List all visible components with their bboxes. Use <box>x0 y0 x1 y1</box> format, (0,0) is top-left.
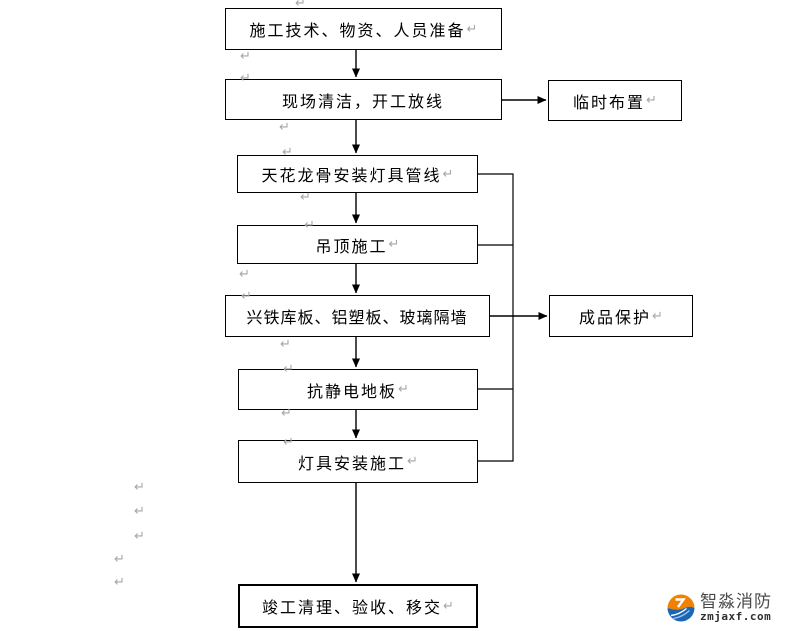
flow-node-product-protection-label: 成品保护 <box>579 310 652 327</box>
line-break-mark-icon: ↵ <box>241 289 252 304</box>
brand-swoosh-icon <box>667 594 695 622</box>
line-break-mark-icon: ↵ <box>442 166 454 182</box>
flow-node-product-protection[interactable]: 成品保护↵ <box>549 295 693 337</box>
line-break-mark-icon: ↵ <box>240 49 251 64</box>
line-break-mark-icon: ↵ <box>407 454 418 469</box>
line-break-mark-icon: ↵ <box>283 362 294 377</box>
flow-node-prepare-label: 施工技术、物资、人员准备 <box>249 23 466 40</box>
watermark-site-text: zmjaxf.com <box>700 610 772 623</box>
flow-node-site-clean-label: 现场清洁，开工放线 <box>281 93 444 111</box>
line-break-mark-icon: ↵ <box>300 190 311 205</box>
flow-node-suspended-ceiling[interactable]: 吊顶施工↵ <box>237 225 478 264</box>
right-side-bus-connector <box>478 173 514 462</box>
flow-node-temporary-layout[interactable]: 临时布置↵ <box>548 80 682 121</box>
flow-node-completion-label: 竣工清理、验收、移交 <box>262 600 443 617</box>
watermark-logo: 智淼消防 zmjaxf.com <box>666 593 772 623</box>
line-break-mark-icon: ↵ <box>466 21 478 37</box>
watermark-brand-text: 智淼消防 <box>700 592 772 611</box>
line-break-mark-icon: ↵ <box>304 218 315 233</box>
flow-node-temporary-layout-label: 临时布置 <box>573 94 646 112</box>
line-break-mark-icon: ↵ <box>134 529 145 544</box>
flow-node-antistatic-floor-label: 抗静电地板 <box>307 383 398 401</box>
flow-node-completion[interactable]: 竣工清理、验收、移交↵ <box>238 584 478 628</box>
line-break-mark-icon: ↵ <box>388 237 400 252</box>
line-break-mark-icon: ↵ <box>134 504 145 519</box>
line-break-mark-icon: ↵ <box>280 337 291 352</box>
flow-node-lighting-install[interactable]: 灯具安装施工↵ <box>238 440 478 483</box>
line-break-mark-icon: ↵ <box>239 267 250 282</box>
line-break-mark-icon: ↵ <box>283 435 294 450</box>
flow-node-antistatic-floor[interactable]: 抗静电地板↵ <box>238 369 478 410</box>
flow-node-partition-label: 兴铁库板、铝塑板、玻璃隔墙 <box>246 310 468 327</box>
line-break-mark-icon: ↵ <box>282 145 293 160</box>
flow-node-lighting-install-label: 灯具安装施工 <box>298 455 407 473</box>
flow-node-ceiling-grid[interactable]: 天花龙骨安装灯具管线↵ <box>237 155 478 193</box>
line-break-mark-icon: ↵ <box>134 480 145 495</box>
flow-node-ceiling-grid-label: 天花龙骨安装灯具管线 <box>261 168 442 185</box>
line-break-mark-icon: ↵ <box>279 120 290 135</box>
line-break-mark-icon: ↵ <box>240 71 251 86</box>
line-break-mark-icon: ↵ <box>295 0 306 11</box>
line-break-mark-icon: ↵ <box>114 552 125 567</box>
flow-node-suspended-ceiling-label: 吊顶施工 <box>315 238 388 256</box>
line-break-mark-icon: ↵ <box>398 382 409 397</box>
flow-node-site-clean[interactable]: 现场清洁，开工放线 <box>225 79 502 120</box>
line-break-mark-icon: ↵ <box>281 406 292 421</box>
line-break-mark-icon: ↵ <box>646 93 657 108</box>
flow-node-partition[interactable]: 兴铁库板、铝塑板、玻璃隔墙 <box>225 295 490 337</box>
line-break-mark-icon: ↵ <box>443 598 454 614</box>
line-break-mark-icon: ↵ <box>652 308 663 324</box>
line-break-mark-icon: ↵ <box>114 575 125 590</box>
flow-node-prepare[interactable]: 施工技术、物资、人员准备↵ <box>225 8 502 50</box>
